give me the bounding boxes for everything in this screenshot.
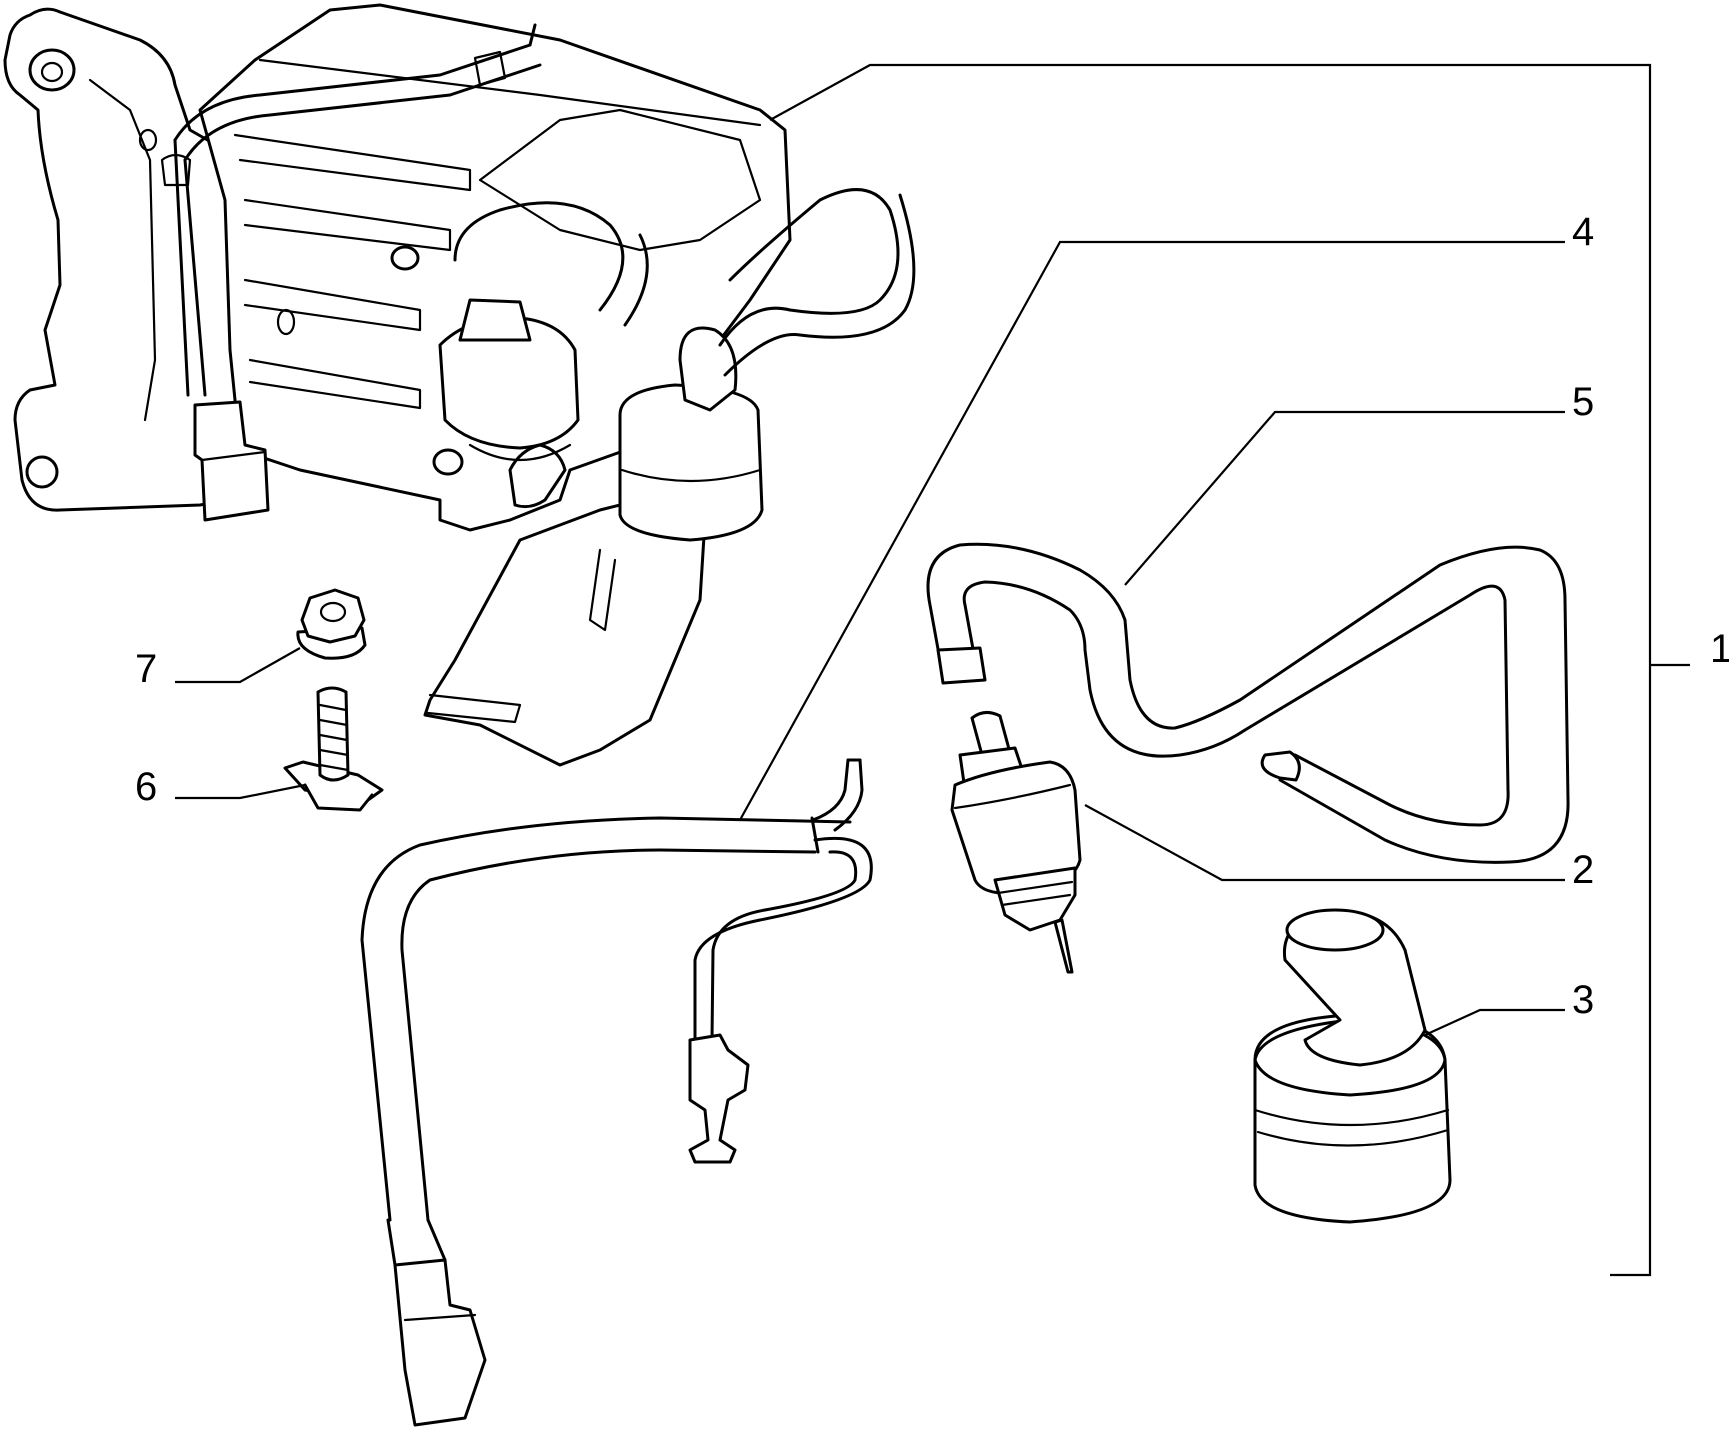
tank-connector: [193, 400, 270, 522]
harness-main-inner: [400, 848, 817, 1222]
support-foot-slot: [588, 548, 617, 632]
leader-1-bracket: [769, 63, 1690, 1277]
filter-elbow-opening: [1285, 908, 1385, 952]
stud-bolt-shaft: [316, 686, 350, 782]
tank-boss: [276, 308, 296, 336]
filter-canister-band-a: [1253, 1108, 1450, 1127]
harness-main-outer: [360, 816, 852, 1222]
part-6-stud-bolt: [283, 686, 384, 812]
harness-branch-down-a: [693, 836, 873, 1042]
tank-filter-body: [618, 383, 764, 542]
callout-3: 3: [1572, 978, 1594, 1022]
harness-main-plug-split: [403, 1313, 477, 1322]
bracket-lower-hole: [25, 455, 59, 489]
tank-boss-2: [138, 128, 158, 152]
harness-branch-up-b: [833, 758, 864, 832]
part-7-flange-nut: [296, 588, 367, 660]
pump-body-band: [953, 783, 1072, 810]
harness-sleeve-end: [810, 816, 820, 854]
callout-5: 5: [1572, 380, 1594, 424]
part-5-hose: [926, 542, 1570, 864]
pump-outlet-rings: [996, 880, 1074, 907]
tank-wire-drop-a: [183, 158, 207, 397]
leader-2: [1084, 804, 1565, 882]
tank-connector-split: [200, 450, 267, 462]
callout-4: 4: [1572, 210, 1594, 254]
harness-main-plug: [393, 1258, 487, 1427]
stud-bolt-thread: [318, 703, 350, 772]
bracket-rib: [88, 78, 157, 422]
tank-rib-4: [248, 358, 422, 410]
tank-cap-box: [478, 108, 762, 252]
stud-bolt-clip: [303, 783, 374, 812]
tank-filter-elbow: [678, 326, 738, 412]
leader-lines: [175, 63, 1690, 1277]
hose-outer: [926, 542, 1570, 864]
leader-6: [175, 783, 306, 800]
tank-hose-inner: [723, 193, 916, 377]
tank-top-edge: [258, 58, 762, 127]
tank-wire-c: [528, 23, 537, 47]
callouts: 1 4 5 2 3 7 6: [135, 210, 1729, 1022]
harness-small-plug: [688, 1033, 750, 1164]
bracket-mount-hole: [28, 48, 76, 92]
harness-branch-up-a: [811, 758, 850, 822]
tank-pump-band: [468, 443, 572, 461]
tank-rib-3: [243, 278, 422, 332]
bracket-mount-hole-inner: [40, 61, 64, 83]
tank-rib-1: [233, 133, 472, 192]
pump-nozzle: [1053, 918, 1074, 974]
filter-canister-band-b: [1256, 1128, 1450, 1147]
tank-filter-band: [620, 468, 762, 483]
tank-hose-outer: [718, 188, 900, 347]
harness-main-end: [386, 1218, 447, 1267]
tank-nut-upper: [390, 245, 420, 271]
tank-wire-a: [173, 43, 532, 142]
callout-7: 7: [135, 647, 157, 691]
tank-wire-clip: [160, 153, 192, 187]
tank-wire-drop-b: [173, 138, 190, 397]
leader-4: [739, 240, 1565, 821]
leader-3: [1424, 1008, 1565, 1037]
hose-end-left: [936, 646, 987, 685]
tank-hose-top-inner: [623, 233, 649, 327]
callout-2: 2: [1572, 848, 1594, 892]
tank-wire-b: [183, 63, 542, 162]
tank-hose-top: [453, 201, 625, 312]
part-4-wiring-harness: [360, 758, 873, 1427]
part-3-filter: [1253, 908, 1452, 1224]
tank-nut-lower: [432, 448, 464, 476]
support-foot-tab: [426, 693, 522, 724]
reservoir-assembly: [3, 3, 916, 767]
support-foot: [423, 498, 707, 767]
flange-nut-hole: [319, 601, 347, 623]
leader-5: [1124, 410, 1565, 586]
part-2-washer-pump: [950, 711, 1082, 974]
hose-end-right: [1260, 750, 1301, 782]
callout-1: 1: [1710, 627, 1729, 671]
tank-rib-2: [243, 198, 452, 252]
leader-7: [175, 647, 301, 684]
flange-nut-hex: [300, 588, 366, 644]
tank-wire-clip-top: [473, 50, 507, 87]
harness-branch-down-b: [710, 850, 858, 1042]
hose-inner: [962, 580, 1510, 827]
callout-6: 6: [135, 765, 157, 809]
tank-pump-nozzle: [458, 298, 532, 342]
